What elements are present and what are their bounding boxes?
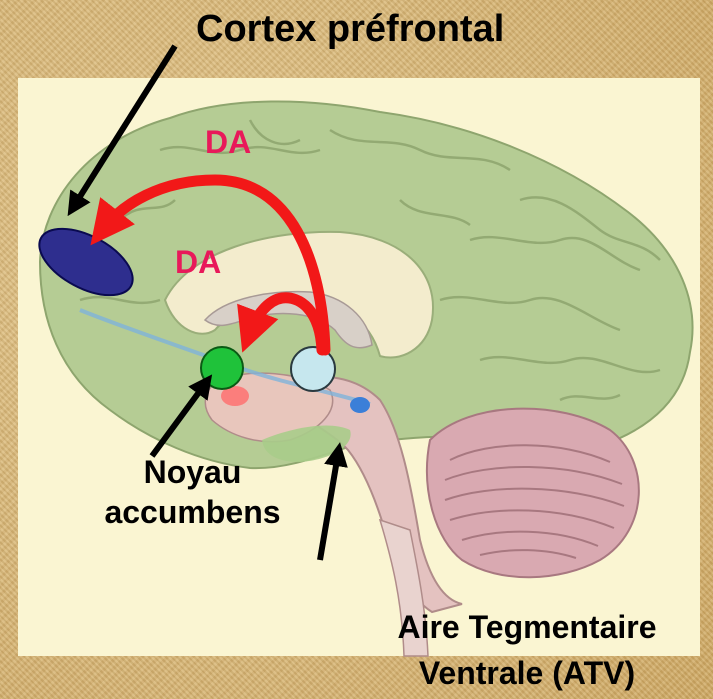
nucleus-accumbens-label-line1: Noyau [80,452,305,492]
vta-label-line2: Ventrale (ATV) [352,650,702,696]
prefrontal-cortex-label: Cortex préfrontal [196,8,504,51]
da-label-middle: DA [175,244,221,281]
da-label-top: DA [205,124,251,161]
vta-label-line1: Aire Tegmentaire [352,604,702,650]
cerebellum [427,409,639,578]
nucleus-accumbens-label: Noyau accumbens [80,452,305,532]
vta-blue-spot [350,397,370,413]
nucleus-accumbens-circle [201,347,243,389]
vta-label: Aire Tegmentaire Ventrale (ATV) [352,604,702,696]
nucleus-accumbens-label-line2: accumbens [80,492,305,532]
